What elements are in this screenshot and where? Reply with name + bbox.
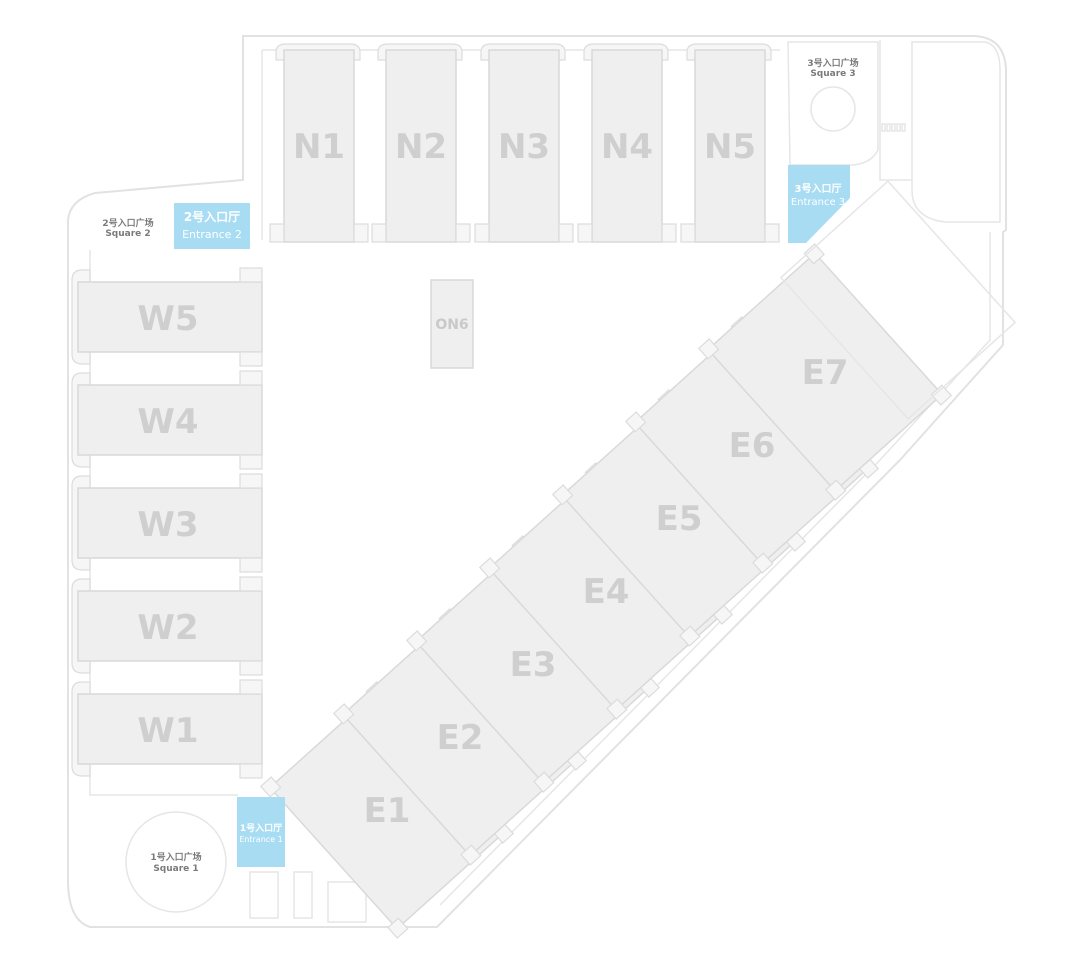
hall-on6[interactable]: ON6 [430,279,474,369]
hall-e1-label: E1 [364,791,411,831]
north-east-plaza [911,41,1001,223]
hall-w4-label: W4 [137,402,198,442]
hall-w2-label: W2 [137,608,198,648]
hall-n5-label: N5 [704,127,756,167]
service-block-1 [249,871,279,919]
entrance-1[interactable]: 1号入口厅 Entrance 1 [237,797,285,867]
service-block-3 [327,881,367,923]
hall-n2[interactable]: N2 [371,43,471,243]
hall-n4-label: N4 [601,127,653,167]
hall-w5[interactable]: W5 [71,267,263,367]
hall-e7[interactable]: E7 [697,243,953,501]
square-3-plaza [787,41,879,166]
halls-west: W5 W4 W3 W2 W1 [71,267,263,779]
square-1-label-en: Square 1 [153,864,198,874]
hall-e4[interactable]: E4 [478,462,734,720]
hall-n1-label: N1 [293,127,345,167]
entrance-1-label-cn: 1号入口厅 [240,823,282,834]
north-road-edge [879,40,912,181]
entrance-2-label-en: Entrance 2 [182,228,242,241]
entrance-2-label-cn: 2号入口厅 [184,209,240,224]
hall-e2[interactable]: E2 [332,608,588,866]
hall-w1-label: W1 [137,711,198,751]
hall-e6-label: E6 [729,426,776,466]
hall-e3-label: E3 [510,645,557,685]
hall-n4[interactable]: N4 [577,43,677,243]
hall-n2-label: N2 [395,127,447,167]
hall-e5-label: E5 [656,499,703,539]
square-3-label-en: Square 3 [810,69,855,79]
hall-n1[interactable]: N1 [269,43,369,243]
hall-w2[interactable]: W2 [71,576,263,676]
hall-n5[interactable]: N5 [680,43,780,243]
square-1-label-cn: 1号入口广场 [150,851,201,863]
square-2-label-cn: 2号入口广场 [102,217,153,229]
square-3-marks [881,123,906,132]
entrance-1-label-en: Entrance 1 [239,835,282,844]
square-3-label-cn: 3号入口广场 [807,57,858,69]
hall-w1[interactable]: W1 [71,679,263,779]
site-outline [67,35,1007,928]
hall-w3-label: W3 [137,505,198,545]
hall-e4-label: E4 [583,572,630,612]
hall-w4[interactable]: W4 [71,370,263,470]
hall-w5-label: W5 [137,299,198,339]
hall-on6-label: ON6 [435,317,468,333]
service-block-2 [293,871,313,919]
entrance-3[interactable]: 3号入口厅 Entrance 3 [788,165,850,243]
hall-w3[interactable]: W3 [71,473,263,573]
hall-plot-empty [779,180,1017,420]
entrance-2[interactable]: 2号入口厅 Entrance 2 [174,203,250,249]
square-2-label-en: Square 2 [105,229,150,239]
halls-north: N1 N2 N3 N4 N5 [269,43,780,243]
entrance-3-label-cn: 3号入口厅 [795,183,842,195]
hall-n3[interactable]: N3 [474,43,574,243]
halls-east: E1 E2 E3 E4 [259,180,1017,939]
hall-e7-label: E7 [802,353,849,393]
square-1-plaza [125,811,227,913]
hall-e2-label: E2 [437,718,484,758]
entrance-3-label-en: Entrance 3 [791,197,845,208]
hall-n3-label: N3 [498,127,550,167]
square-3-fountain [810,86,856,132]
